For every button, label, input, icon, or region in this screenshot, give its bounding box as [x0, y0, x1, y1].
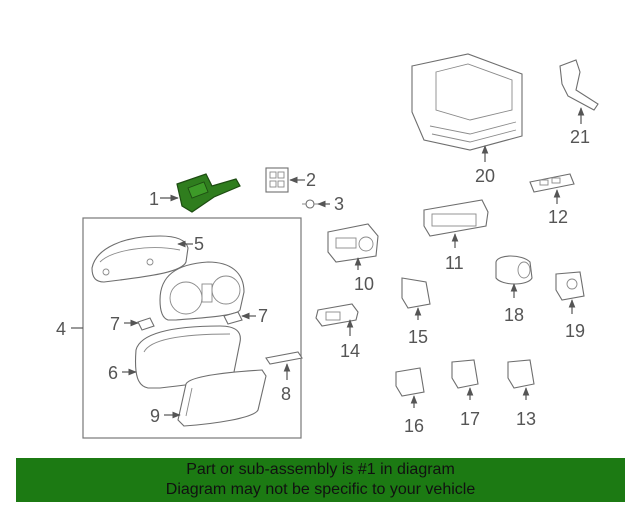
part-9[interactable]: [177, 369, 267, 427]
callout-7-right: 7: [258, 306, 268, 326]
callout-9: 9: [150, 406, 160, 426]
part-13[interactable]: [507, 359, 535, 389]
part-2[interactable]: [265, 167, 289, 193]
part-3[interactable]: [302, 199, 318, 209]
callout-10: 10: [354, 274, 374, 294]
part-8[interactable]: [265, 351, 303, 365]
callout-16: 16: [404, 416, 424, 436]
cluster-face[interactable]: [159, 261, 245, 321]
part-12[interactable]: [529, 173, 575, 193]
callout-17: 17: [460, 409, 480, 429]
part-15[interactable]: [401, 277, 431, 309]
callout-14: 14: [340, 341, 360, 361]
part-7-right[interactable]: [223, 311, 243, 325]
part-17[interactable]: [451, 359, 479, 389]
callout-3: 3: [334, 194, 344, 214]
callout-20: 20: [475, 166, 495, 186]
banner-line-1: Part or sub-assembly is #1 in diagram: [186, 461, 455, 478]
part-5[interactable]: [91, 235, 189, 283]
callout-15: 15: [408, 327, 428, 347]
part-10[interactable]: [327, 223, 379, 263]
callout-5: 5: [194, 234, 204, 254]
callout-1: 1: [149, 189, 159, 209]
part-19[interactable]: [555, 271, 585, 301]
callout-8: 8: [281, 384, 291, 404]
callout-2: 2: [306, 170, 316, 190]
callout-13: 13: [516, 409, 536, 429]
callout-19: 19: [565, 321, 585, 341]
callout-4: 4: [56, 319, 66, 339]
callout-11: 11: [445, 253, 464, 273]
callout-18: 18: [504, 305, 524, 325]
part-6[interactable]: [134, 325, 241, 389]
banner-line-2: Diagram may not be specific to your vehi…: [165, 481, 476, 498]
part-20[interactable]: [411, 53, 523, 151]
part-16[interactable]: [395, 367, 425, 397]
callout-7-left: 7: [110, 314, 120, 334]
part-14[interactable]: [315, 303, 359, 327]
part-11[interactable]: [423, 199, 489, 237]
part-21[interactable]: [559, 59, 599, 111]
part-7-left[interactable]: [137, 317, 155, 331]
info-banner: Part or sub-assembly is #1 in diagram Di…: [16, 458, 625, 502]
callout-12: 12: [548, 207, 568, 227]
part-1-highlighted[interactable]: [176, 173, 241, 213]
callout-21: 21: [570, 127, 590, 147]
callout-6: 6: [108, 363, 118, 383]
part-18[interactable]: [495, 255, 533, 285]
